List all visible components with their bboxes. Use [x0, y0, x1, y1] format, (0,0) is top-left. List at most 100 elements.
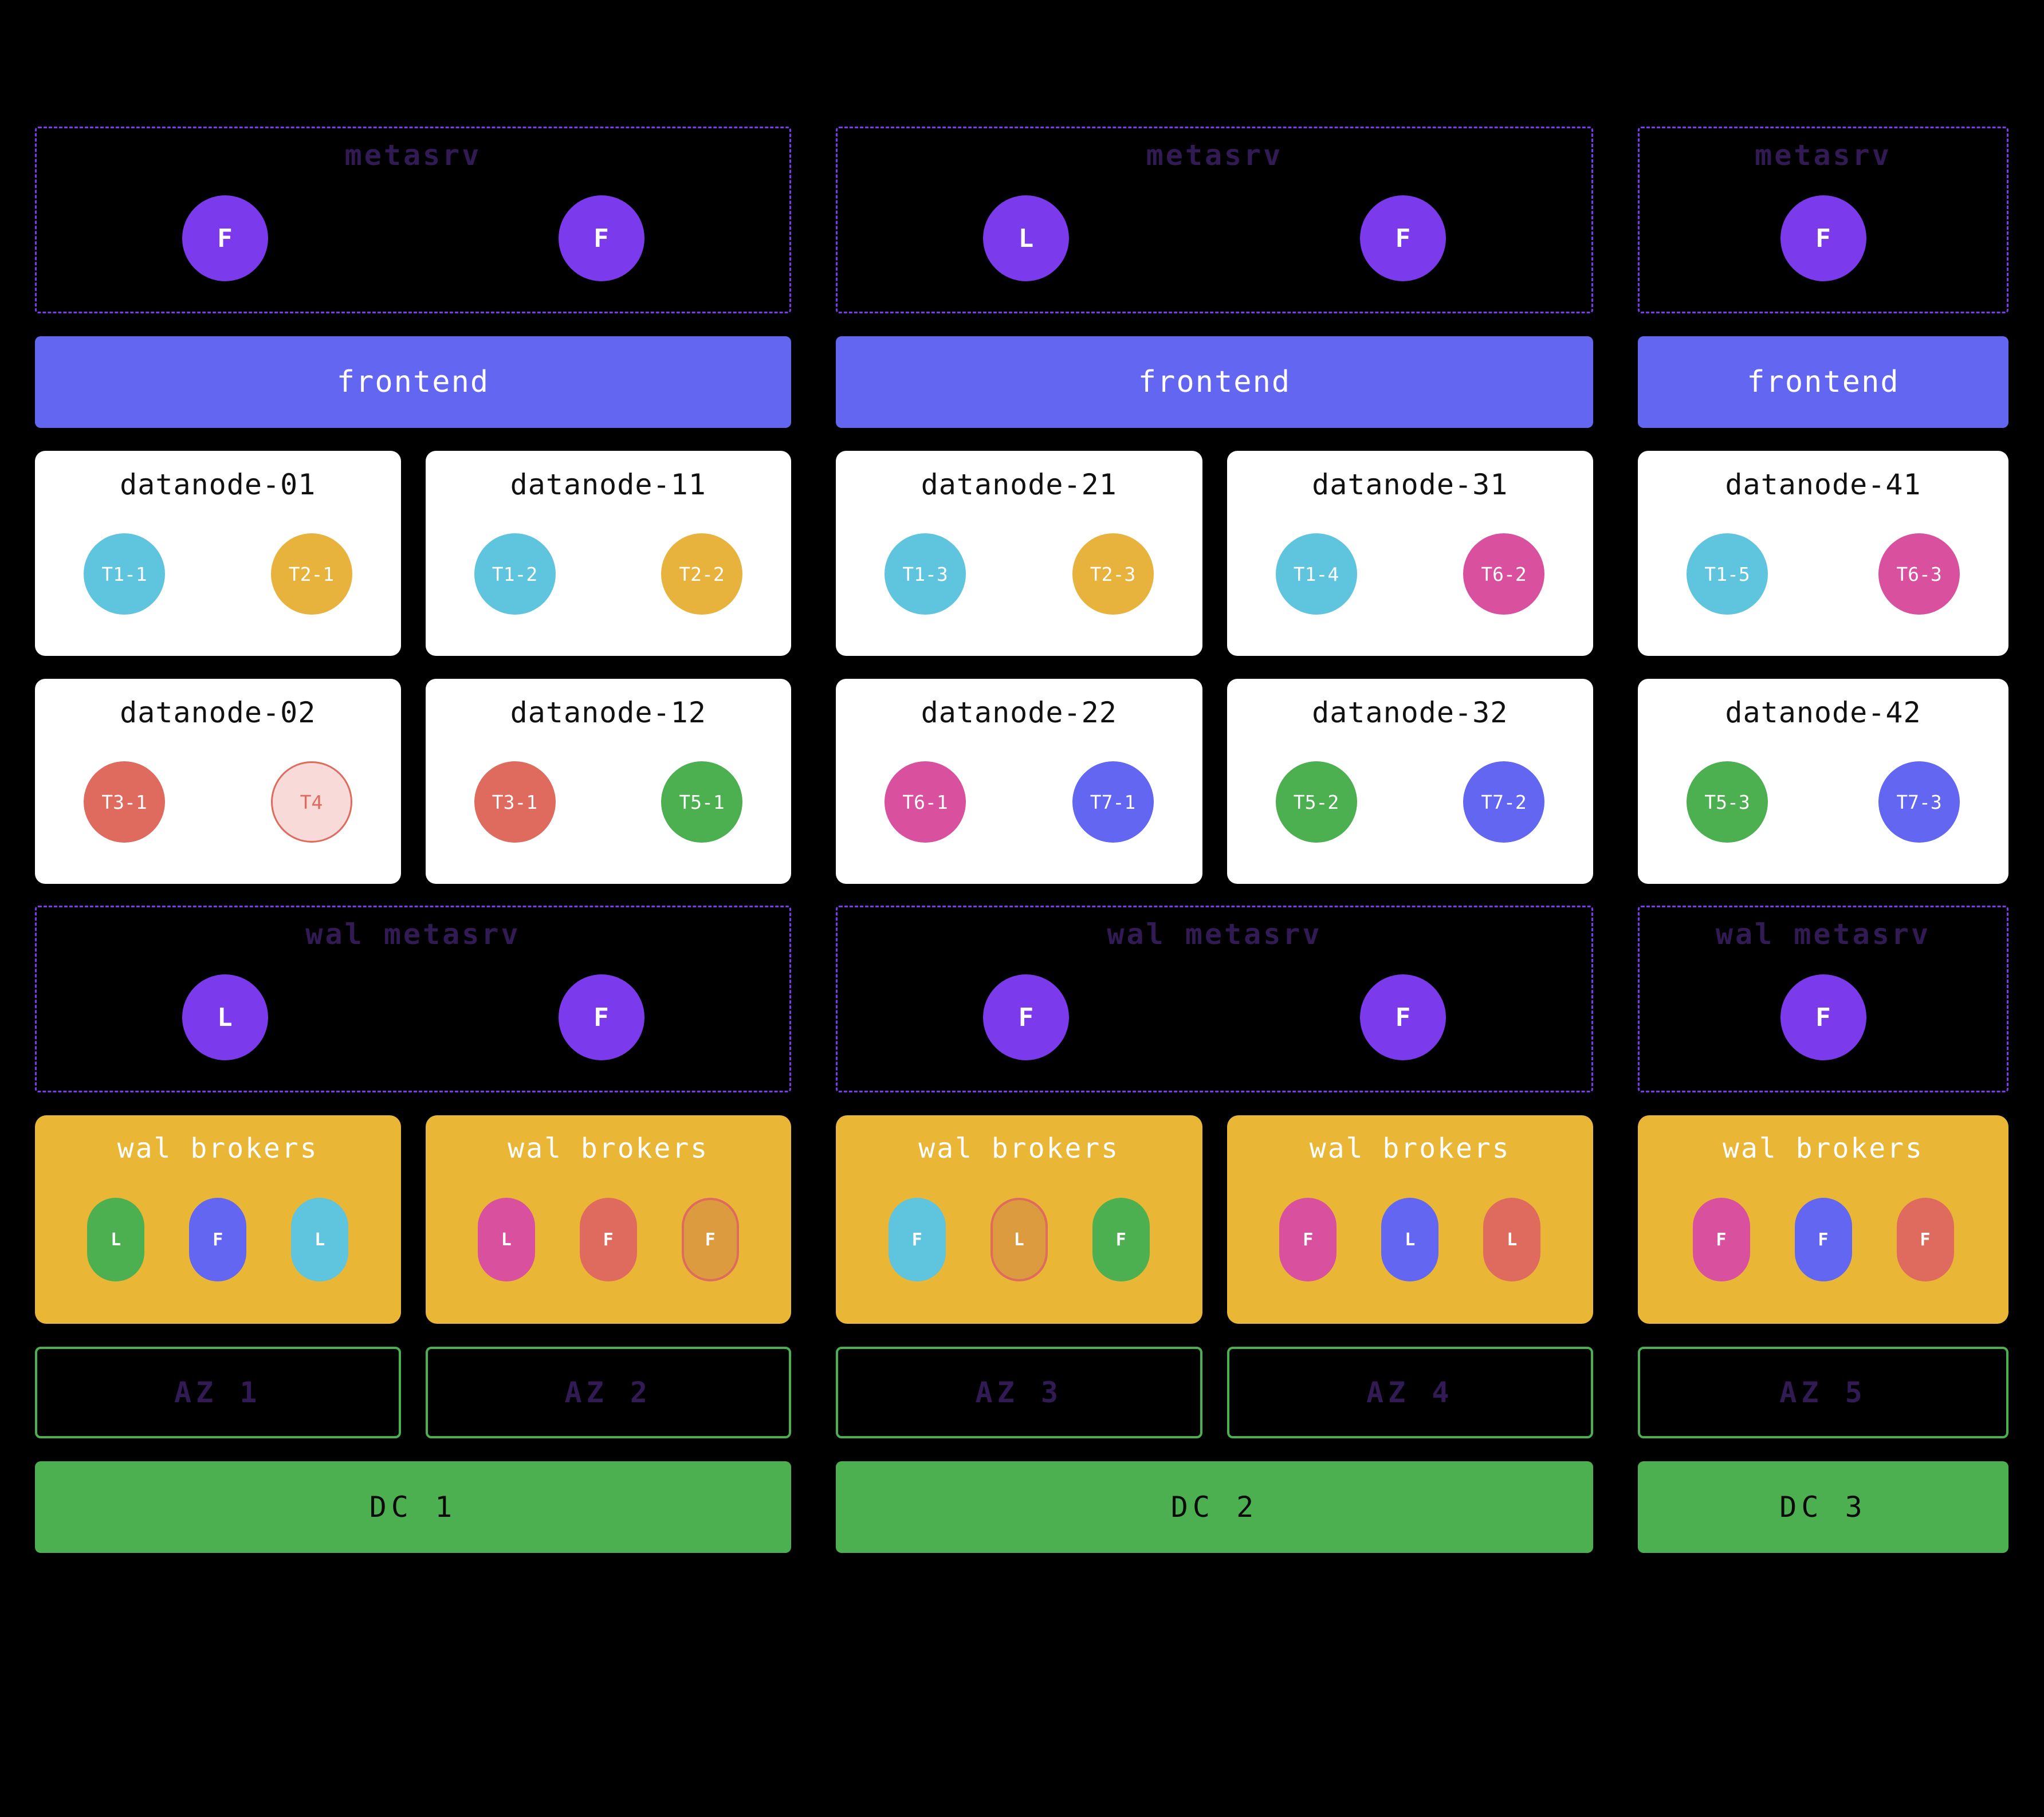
- broker-pill: F: [1794, 1198, 1852, 1281]
- table-shard-circle: T1-1: [84, 533, 165, 615]
- wal-metasrv-node-circle: F: [1780, 974, 1866, 1060]
- wal-metasrv-title: wal metasrv: [1715, 918, 1931, 951]
- wal-metasrv-node-circle: F: [558, 974, 644, 1060]
- broker-pill: L: [477, 1198, 535, 1281]
- wal-metasrv-node-slot: F: [558, 974, 644, 1060]
- datanode-shards: T5-3 T7-3: [1638, 729, 2008, 884]
- table-shard-circle: T2-3: [1072, 533, 1154, 615]
- table-shard-circle: T4: [270, 761, 352, 843]
- wal-brokers-title: wal brokers: [918, 1132, 1120, 1165]
- metasrv-node-circle: L: [983, 195, 1069, 281]
- table-shard-circle: T6-3: [1878, 533, 1960, 615]
- broker-pill: L: [1483, 1198, 1541, 1281]
- wal-metasrv-nodes: F: [1640, 951, 2007, 1091]
- table-shard-circle: T6-1: [885, 761, 966, 843]
- broker-pill: L: [990, 1198, 1048, 1281]
- datanode-title: datanode-02: [120, 696, 316, 729]
- broker-pill: F: [1092, 1198, 1150, 1281]
- table-shard-circle: T7-1: [1072, 761, 1154, 843]
- table-shard-circle: T3-1: [474, 761, 556, 843]
- metasrv-node-circle: F: [558, 195, 644, 281]
- datanode-shards: T6-1 T7-1: [836, 729, 1202, 884]
- table-shard-circle: T6-2: [1463, 533, 1544, 615]
- broker-pill: F: [1896, 1198, 1954, 1281]
- datanode-title: datanode-42: [1725, 696, 1921, 729]
- datanode-shards: T1-1 T2-1: [35, 501, 401, 656]
- az-box: AZ 1: [35, 1347, 401, 1438]
- metasrv-node-slot: F: [1780, 195, 1866, 281]
- table-shard-circle: T1-3: [885, 533, 966, 615]
- frontend-bar: frontend: [836, 336, 1593, 428]
- wal-brokers-title: wal brokers: [1723, 1132, 1924, 1165]
- az-box: AZ 2: [425, 1347, 791, 1438]
- frontend-bar: frontend: [35, 336, 791, 428]
- az-box: AZ 4: [1227, 1347, 1593, 1438]
- metasrv-node-slot: F: [182, 195, 268, 281]
- broker-pill: F: [579, 1198, 637, 1281]
- table-shard-circle: T5-3: [1687, 761, 1768, 843]
- table-shard-circle: T7-3: [1878, 761, 1960, 843]
- frontend-bar: frontend: [1638, 336, 2008, 428]
- az-row: AZ 5: [1638, 1347, 2008, 1438]
- wal-metasrv-node-slot: F: [1360, 974, 1446, 1060]
- dc-bar: DC 2: [836, 1461, 1593, 1553]
- table-shard-circle: T2-2: [661, 533, 742, 615]
- datanode-shards: T3-1 T5-1: [426, 729, 792, 884]
- metasrv-node-slot: F: [1360, 195, 1446, 281]
- broker-pill: L: [1381, 1198, 1439, 1281]
- datanode-title: datanode-31: [1312, 468, 1508, 501]
- dc-bar: DC 3: [1638, 1461, 2008, 1553]
- wal-metasrv-node-slot: F: [1780, 974, 1866, 1060]
- az-box: AZ 5: [1638, 1347, 2008, 1438]
- table-shard-circle: T2-1: [270, 533, 352, 615]
- wal-brokers-title: wal brokers: [508, 1132, 709, 1165]
- wal-metasrv-node-circle: F: [1360, 974, 1446, 1060]
- az-row: AZ 1 AZ 2: [35, 1347, 791, 1438]
- wal-metasrv-title: wal metasrv: [1107, 918, 1322, 951]
- broker-pill: F: [1692, 1198, 1750, 1281]
- wal-metasrv-node-slot: L: [182, 974, 268, 1060]
- table-shard-circle: T7-2: [1463, 761, 1544, 843]
- metasrv-nodes: F: [1640, 172, 2007, 312]
- datanode-title: datanode-01: [120, 468, 316, 501]
- metasrv-title: metasrv: [1146, 139, 1283, 172]
- broker-pill: F: [888, 1198, 946, 1281]
- wal-brokers-title: wal brokers: [117, 1132, 319, 1165]
- table-shard-circle: T5-1: [661, 761, 742, 843]
- datanode-title: datanode-21: [921, 468, 1117, 501]
- metasrv-node-circle: F: [1780, 195, 1866, 281]
- wal-brokers-title: wal brokers: [1309, 1132, 1511, 1165]
- metasrv-node-slot: F: [558, 195, 644, 281]
- datanode-title: datanode-11: [510, 468, 706, 501]
- datanode-title: datanode-22: [921, 696, 1117, 729]
